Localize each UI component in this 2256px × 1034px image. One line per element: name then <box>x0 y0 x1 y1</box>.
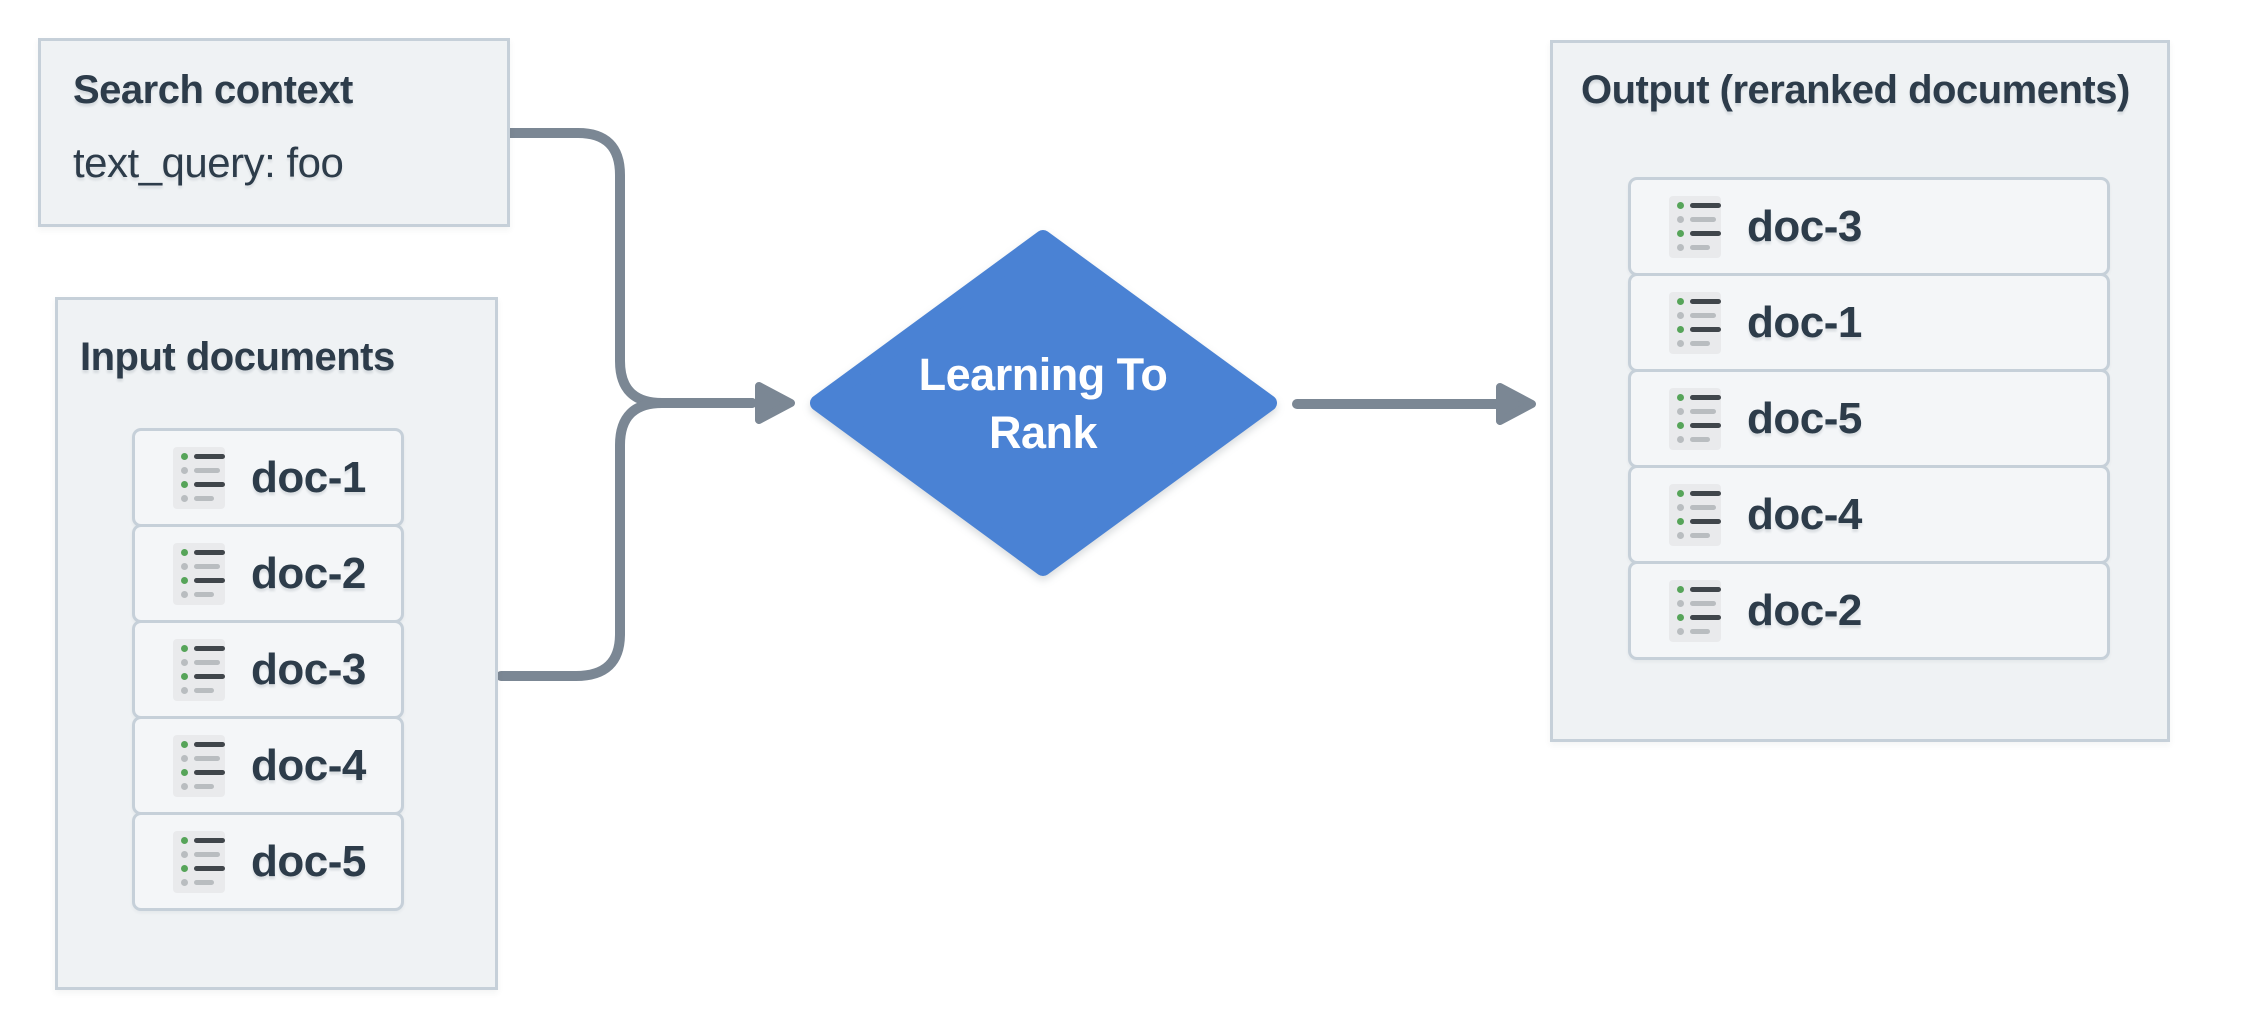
doc-item: doc-3 <box>132 620 404 719</box>
list-icon <box>1669 483 1721 546</box>
list-icon <box>1669 291 1721 354</box>
doc-item: doc-5 <box>1628 369 2110 468</box>
output-doc-list: doc-3 doc-1 doc-5 doc-4 doc-2 <box>1628 177 2110 660</box>
list-icon <box>1669 387 1721 450</box>
doc-label: doc-2 <box>251 548 366 598</box>
doc-item: doc-4 <box>132 716 404 815</box>
learning-to-rank-label: Learning To Rank <box>918 349 1168 458</box>
doc-item: doc-2 <box>132 524 404 623</box>
edge-inputs-to-rank <box>496 398 757 681</box>
arrowhead-into-rank <box>755 382 795 424</box>
search-context-query: text_query: foo <box>73 139 344 186</box>
doc-label: doc-3 <box>1747 201 1862 251</box>
doc-label: doc-4 <box>1747 489 1862 539</box>
doc-item: doc-5 <box>132 812 404 911</box>
input-documents-title: Input documents <box>80 335 395 379</box>
list-icon <box>1669 195 1721 258</box>
search-context-title: Search context <box>73 68 353 112</box>
doc-label: doc-5 <box>251 836 366 886</box>
doc-label: doc-1 <box>251 452 366 502</box>
input-documents-panel: Input documents <box>55 297 498 990</box>
doc-label: doc-2 <box>1747 585 1862 635</box>
list-icon <box>173 830 225 893</box>
arrowhead-into-output <box>1496 383 1536 425</box>
doc-item: doc-3 <box>1628 177 2110 276</box>
list-icon <box>173 638 225 701</box>
list-icon <box>173 542 225 605</box>
doc-item: doc-4 <box>1628 465 2110 564</box>
doc-item: doc-1 <box>1628 273 2110 372</box>
doc-item: doc-2 <box>1628 561 2110 660</box>
list-icon <box>173 446 225 509</box>
search-context-panel: Search context text_query: foo <box>38 38 510 227</box>
list-icon <box>173 734 225 797</box>
doc-label: doc-5 <box>1747 393 1862 443</box>
doc-label: doc-3 <box>251 644 366 694</box>
output-documents-title: Output (reranked documents) <box>1581 68 2130 112</box>
list-icon <box>1669 579 1721 642</box>
edge-search-to-rank <box>503 128 757 408</box>
doc-item: doc-1 <box>132 428 404 527</box>
input-doc-list: doc-1 doc-2 doc-3 doc-4 doc-5 <box>132 428 404 911</box>
doc-label: doc-1 <box>1747 297 1862 347</box>
doc-label: doc-4 <box>251 740 366 790</box>
